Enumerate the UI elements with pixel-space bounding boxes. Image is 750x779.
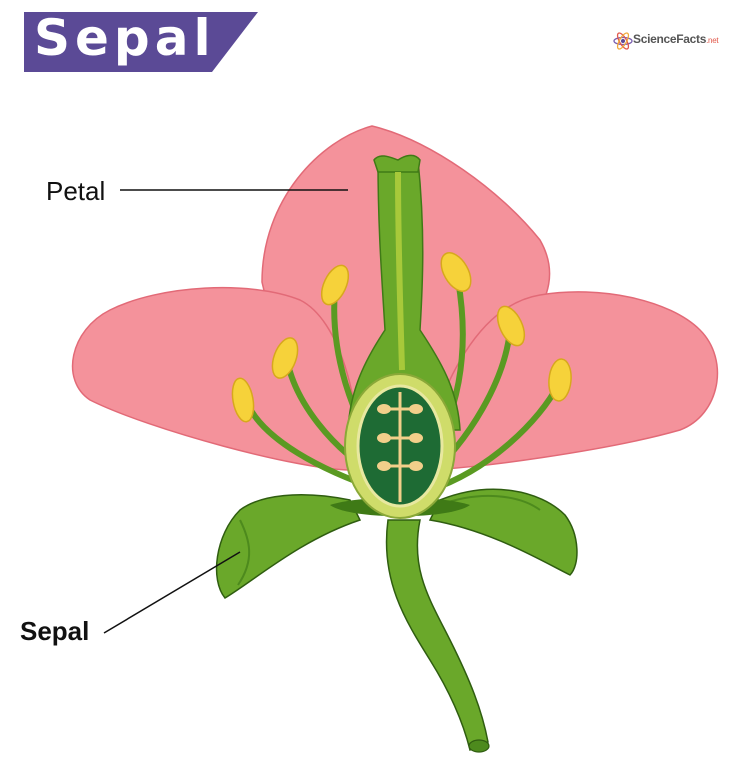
stem <box>385 519 489 752</box>
title-banner <box>24 12 258 72</box>
logo-text: ScienceFacts.net <box>633 32 719 46</box>
petal-label: Petal <box>46 176 106 206</box>
petal-left <box>71 286 361 471</box>
logo-suffix: .net <box>706 36 719 45</box>
sepal-label: Sepal <box>20 616 90 646</box>
sepal-leader-line <box>103 551 241 634</box>
style <box>347 159 461 431</box>
sepal-left <box>215 494 362 599</box>
anthers <box>231 252 572 423</box>
ovules <box>377 404 423 471</box>
logo-name: ScienceFacts <box>633 32 707 46</box>
sepal-right <box>428 488 578 576</box>
page-title: Sepal <box>34 9 216 67</box>
sciencefacts-logo-icon <box>613 32 633 50</box>
